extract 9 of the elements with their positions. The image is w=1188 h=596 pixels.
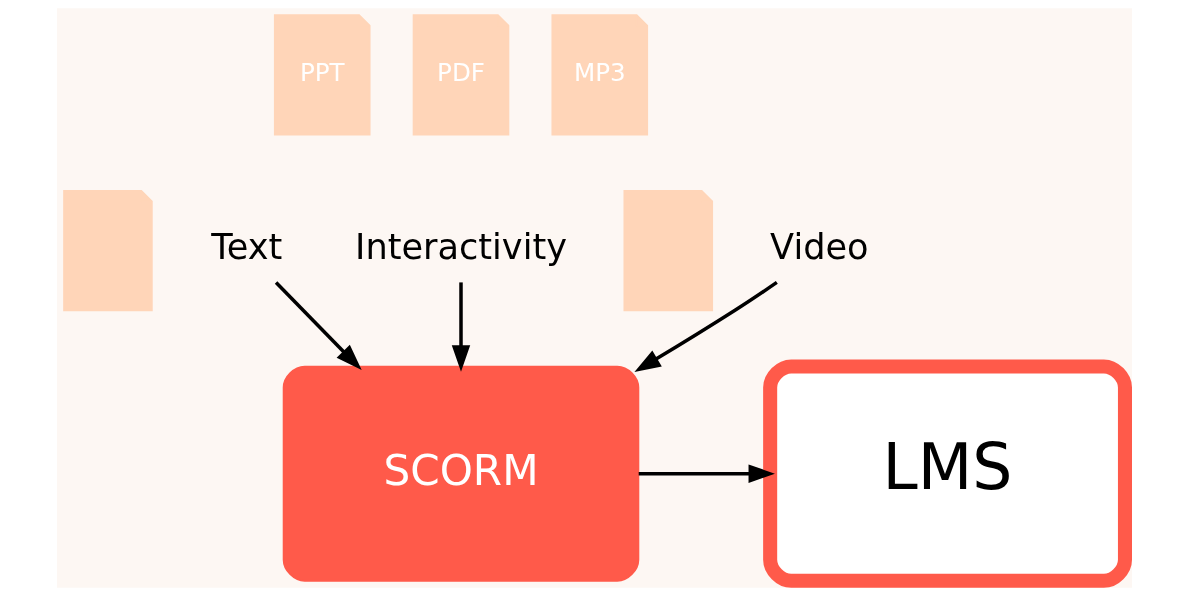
arrow — [451, 282, 470, 372]
arrow — [633, 280, 778, 373]
node-text: Interactivity — [354, 226, 567, 268]
arrow — [638, 464, 775, 483]
node-box: LMS — [762, 359, 1132, 588]
node-text: Text — [210, 226, 282, 268]
arrow — [274, 281, 362, 371]
node-box: SCORM — [282, 365, 639, 582]
node-text: Video — [769, 226, 869, 268]
